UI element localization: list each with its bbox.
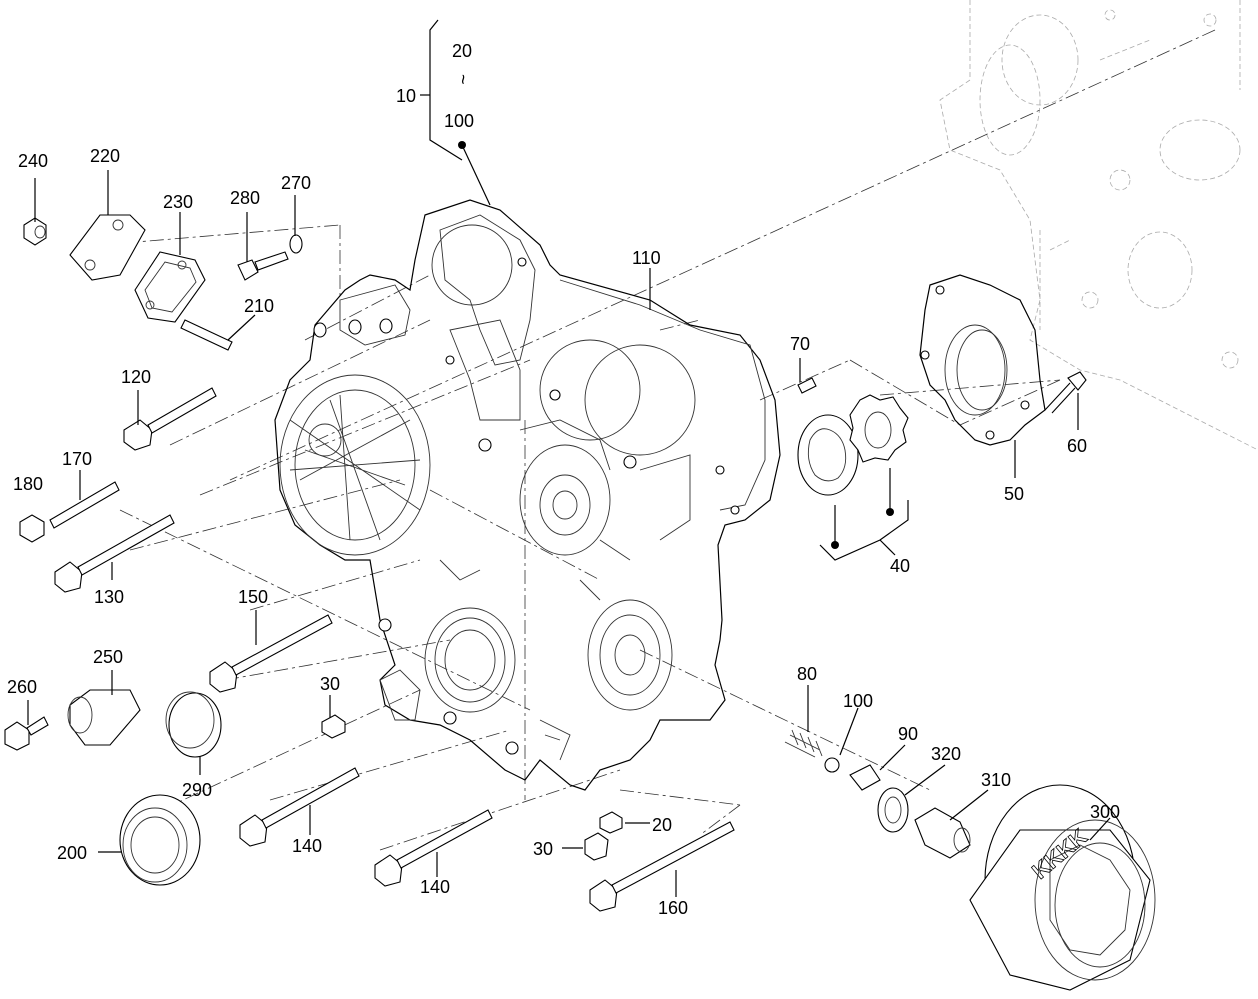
- sensor-250: [67, 689, 141, 746]
- bolt-140b: [374, 809, 493, 887]
- callout-220: 220: [90, 146, 120, 166]
- bolt-60: [1044, 371, 1087, 414]
- callout-290: 290: [182, 780, 212, 800]
- callout-240: 240: [18, 151, 48, 171]
- bolt-150: [209, 614, 333, 693]
- callout-50: 50: [1004, 484, 1024, 504]
- bolt-130: [54, 514, 175, 593]
- washer-270: [289, 234, 303, 254]
- callout-160: 160: [658, 898, 688, 918]
- pin: [797, 377, 817, 394]
- callout-300: 300: [1090, 802, 1120, 822]
- ref-dot: [886, 508, 894, 516]
- nut-180: [19, 514, 45, 543]
- callout-140-lower: 140: [420, 877, 450, 897]
- callout-320: 320: [931, 744, 961, 764]
- bolt-280: [237, 251, 289, 281]
- bolt-260: [4, 716, 49, 751]
- ref-dot: [831, 541, 839, 549]
- spring-80: [784, 729, 823, 758]
- callout-110: 110: [632, 248, 661, 268]
- engine-block-outline: [939, 0, 1258, 451]
- callout-tilde: ~: [453, 74, 473, 85]
- callout-120: 120: [121, 367, 151, 387]
- bolt-160: [589, 821, 735, 912]
- callout-270: 270: [281, 173, 311, 193]
- callout-200: 200: [57, 843, 87, 863]
- callout-10: 10: [396, 86, 416, 106]
- washer-320: [877, 787, 909, 833]
- callout-260: 260: [7, 677, 37, 697]
- callout-130: 130: [94, 587, 124, 607]
- callout-170: 170: [62, 449, 92, 469]
- callout-210: 210: [244, 296, 274, 316]
- callout-100-top: 100: [444, 111, 474, 131]
- leader-lines: [27, 19, 1111, 897]
- callout-60: 60: [1067, 436, 1087, 456]
- callout-80: 80: [797, 664, 817, 684]
- callout-90: 90: [898, 724, 918, 744]
- callout-230: 230: [163, 192, 193, 212]
- callout-labels: 20 ~ 10 100 240 220 230 280 270 210 110 …: [7, 41, 1120, 918]
- callout-40: 40: [890, 556, 910, 576]
- plug-20: [599, 811, 623, 834]
- plug-30-lower: [584, 832, 609, 861]
- callout-180: 180: [13, 474, 43, 494]
- bolt-140a: [239, 767, 360, 847]
- callout-280: 280: [230, 188, 260, 208]
- plug-290: [165, 691, 222, 758]
- stud-210: [180, 319, 233, 351]
- nut-240: [23, 217, 47, 246]
- bolt-120: [123, 387, 217, 451]
- callout-310: 310: [981, 770, 1011, 790]
- callout-30-upper: 30: [320, 674, 340, 694]
- axis-lines: [99, 29, 1216, 851]
- gasket-230: [134, 251, 206, 323]
- ref-dot: [458, 141, 466, 149]
- callout-250: 250: [93, 647, 123, 667]
- fitting-310: [914, 807, 971, 859]
- seal-200: [119, 794, 201, 886]
- callout-20: 20: [652, 815, 672, 835]
- plug-90: [849, 764, 881, 791]
- plate-220: [69, 214, 146, 281]
- gear-case: [274, 199, 781, 791]
- oil-filter-300: KKKK: [969, 784, 1156, 991]
- inner-rotor: [849, 394, 909, 463]
- plug-30-upper: [321, 714, 346, 739]
- callout-100: 100: [843, 691, 873, 711]
- callout-150: 150: [238, 587, 268, 607]
- outer-rotor: [797, 414, 859, 496]
- callout-140-upper: 140: [292, 836, 322, 856]
- oil-pump-plate: [919, 274, 1046, 446]
- callout-70: 70: [790, 334, 810, 354]
- callout-30-lower: 30: [533, 839, 553, 859]
- callout-20-top: 20: [452, 41, 472, 61]
- ball-100: [824, 757, 840, 773]
- stud-170: [49, 481, 120, 529]
